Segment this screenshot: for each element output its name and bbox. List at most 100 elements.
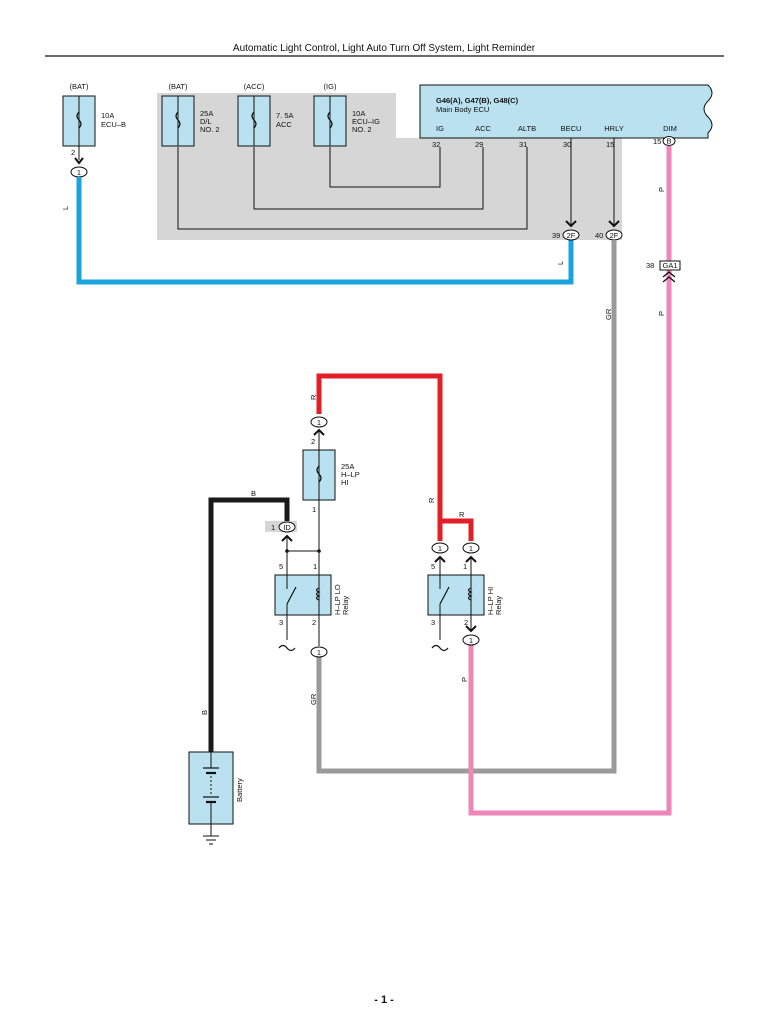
j40-code: 2F [610, 231, 619, 240]
hlphi-pin-bot: 1 [312, 505, 316, 514]
hi-relay-coil [467, 587, 473, 601]
lo-relay-pin5: 5 [279, 562, 283, 571]
lo-relay-pin1: 1 [313, 562, 317, 571]
fuse-dl2-name1: D/L [200, 117, 212, 126]
wire-p-pink [468, 146, 672, 816]
fuse-ecub-source: (BAT) [69, 82, 89, 91]
wire-gr-label-right: GR [604, 308, 613, 320]
hlphi-top-arrow [313, 428, 325, 436]
ecu-name-label: Main Body ECU [436, 105, 489, 114]
wire-p-label-top: P [657, 187, 666, 192]
page-title: Automatic Light Control, Light Auto Turn… [232, 43, 536, 54]
ga1-num: 38 [646, 261, 654, 270]
ecu-pin-dim-num: 15 [653, 137, 661, 146]
lo-relay-coil [315, 587, 321, 601]
dim-connector-oval [662, 136, 676, 146]
lo-relay-out-connector-num: 1 [317, 648, 321, 657]
hi-relay-out-arrow [465, 625, 477, 633]
fuse-hlphi-name2: HI [341, 478, 349, 487]
wire-acc-to-acc [253, 147, 484, 210]
wire-r-label-left: R [309, 394, 318, 400]
fuse-acc-amp: 7. 5A [276, 111, 294, 120]
wire-gr-grey [316, 240, 617, 774]
hi-relay-pin5: 5 [431, 562, 435, 571]
hlphi-top-connector-num: 1 [317, 418, 321, 427]
wire-r-label-branch: R [459, 510, 465, 519]
hlphi-top-connector-oval [310, 416, 328, 428]
wire-l-label-right: L [556, 261, 565, 265]
ecu-pin-becu-label: BECU [561, 124, 582, 133]
fuse-dl2-source: (BAT) [168, 82, 188, 91]
wire-p-label-low: P [460, 677, 469, 682]
id-connector-oval [278, 521, 296, 533]
lo-relay-name2: Relay [341, 596, 350, 615]
j39-num: 39 [552, 231, 560, 240]
fuse-acc-source: (ACC) [244, 82, 265, 91]
ecu-pin-ig-num: 32 [432, 140, 440, 149]
hi-relay-in1-connector [462, 542, 480, 554]
hi-relay-pin1: 1 [463, 562, 467, 571]
wire-ecuig-to-ig [329, 147, 441, 188]
fuse-acc-name: ACC [276, 120, 292, 129]
j39-arrow [565, 220, 577, 228]
id-connector-pin: 1 [271, 523, 275, 532]
j39-oval [562, 229, 580, 241]
wire-l-label-left: L [61, 206, 70, 210]
ecu-pin-hrly-label: HRLY [604, 124, 623, 133]
fuse-ecub-amp: 10A [101, 111, 114, 120]
fuse-ecuig-symbol [327, 111, 333, 129]
wire-b-black [208, 497, 290, 752]
junction-dot-right [317, 549, 321, 553]
fuse-ecub-symbol [76, 111, 82, 129]
ecu-connectors-label: G46(A), G47(B), G48(C) [436, 96, 519, 105]
hi-relay-name1: H–LP HI [486, 587, 495, 615]
fuse-acc-symbol [251, 111, 257, 129]
ecub-connector-arrow [74, 157, 84, 165]
hi-relay-out-connector-num: 1 [469, 636, 473, 645]
ecu-pin-dim-label: DIM [663, 124, 677, 133]
ga1-connector-box [659, 260, 681, 271]
fuse-hlphi-symbol [316, 465, 322, 483]
lo-relay-pin3: 3 [279, 618, 283, 627]
wire-p-label-mid: P [657, 311, 666, 316]
fuse-ecub-name: ECU–B [101, 120, 126, 129]
junction-dot-left [285, 549, 289, 553]
wire-r-label-mid: R [427, 497, 436, 503]
hi-relay-in1-connector-num: 1 [469, 544, 473, 553]
ecu-pin-altb-num: 31 [519, 140, 527, 149]
ga1-arrows [662, 271, 676, 283]
wire-gr-label-left: GR [309, 693, 318, 705]
fuse-hlphi-amp: 25A [341, 462, 354, 471]
ga1-code: GA1 [662, 261, 677, 270]
fuse-dl2-symbol [175, 111, 181, 129]
fuse-ecuig-amp: 10A [352, 109, 365, 118]
fuse-dl2-amp: 25A [200, 109, 213, 118]
wire-r-red-branch [437, 518, 474, 541]
wire-l-blue [76, 177, 574, 285]
ecu-pin-hrly-num: 15 [606, 140, 614, 149]
hi-relay-switch-blade [439, 586, 450, 605]
main-body-ecu-box [419, 84, 713, 139]
lo-relay-switch-blade [286, 586, 297, 605]
hi-relay-ground-symbol [431, 644, 449, 652]
hi-relay-in1-arrow [465, 555, 477, 563]
hi-relay-box [427, 574, 485, 616]
ecu-pin-acc-label: ACC [475, 124, 491, 133]
lo-relay-ground-symbol [278, 644, 296, 652]
fuse-ecub-pin: 2 [71, 148, 75, 157]
fuse-ecuig-name2: NO. 2 [352, 125, 372, 134]
hi-relay-pin2: 2 [464, 618, 468, 627]
wire-r-red-main [316, 373, 443, 541]
j39-code: 2F [567, 231, 576, 240]
ecu-pin-ig-label: IG [436, 124, 444, 133]
wire-b-label-top: B [251, 489, 256, 498]
fuse-ecuig-name1: ECU–IG [352, 117, 380, 126]
lo-relay-out-connector [310, 646, 328, 658]
lo-relay-box [274, 574, 332, 616]
hi-relay-name2: Relay [494, 596, 503, 615]
lo-relay-pin2: 2 [312, 618, 316, 627]
ecub-connector-num: 1 [77, 168, 81, 177]
hi-relay-out-connector [462, 634, 480, 646]
dim-connector-code: B [666, 137, 671, 146]
